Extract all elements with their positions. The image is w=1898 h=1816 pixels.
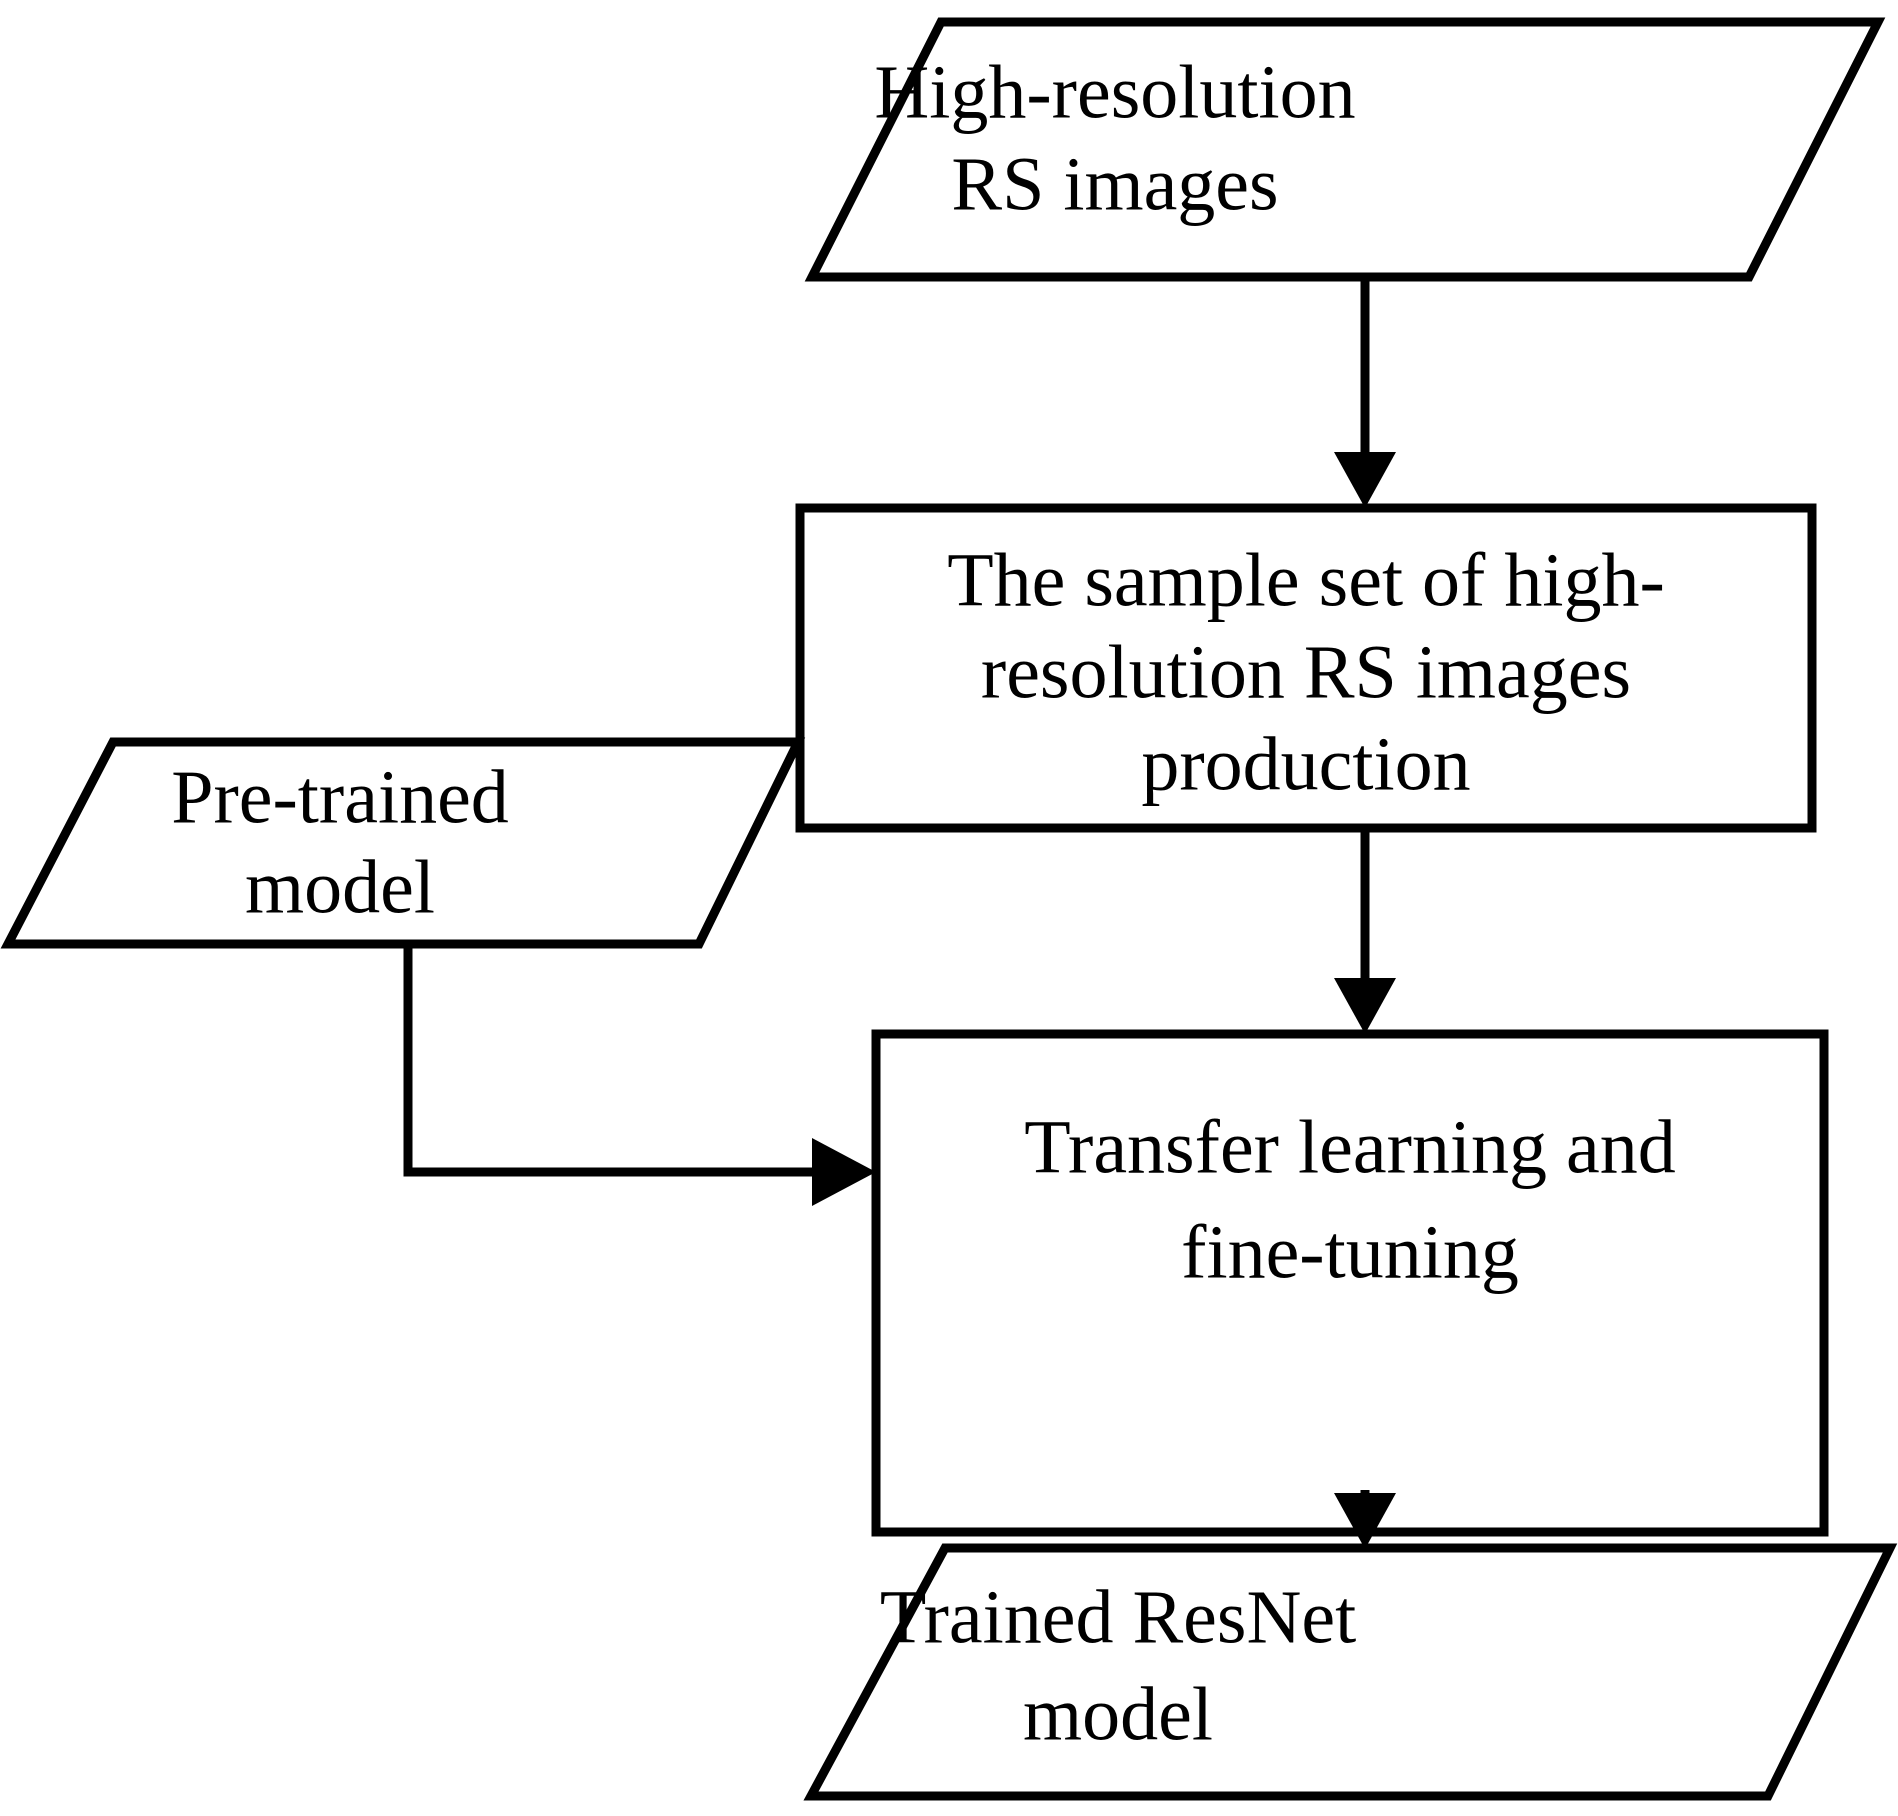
node-high-resolution-rs-images[interactable]: High-resolution RS images [804,17,1886,282]
node-sample-set-production[interactable]: The sample set of high- resolution RS im… [795,503,1817,833]
node-label-line-1: High-resolution [874,50,1355,134]
connector-elbow-shaft [403,944,818,1177]
node-label-line-2: model [1023,1672,1213,1756]
node-pre-trained-model[interactable]: Pre-trained model [0,737,806,949]
node-label-line-3: production [1141,722,1470,806]
arrowhead-down-icon [1334,1493,1396,1549]
node-label-line-2: fine-tuning [1181,1210,1519,1294]
node-transfer-learning-fine-tuning[interactable]: Transfer learning and fine-tuning [871,1029,1829,1537]
node-label-line-1: The sample set of high- [947,538,1665,622]
edge-sampleset-to-transfer [1334,828,1396,1034]
edge-images-to-sampleset [1334,277,1396,508]
node-label-line-1: Transfer learning and [1024,1105,1675,1189]
node-label-line-2: RS images [951,142,1278,226]
parallelogram-shape-input [804,17,1886,282]
rectangle-shape-process [871,1029,1829,1537]
arrowhead-down-icon [1334,978,1396,1034]
rectangle-shape-process [795,503,1817,833]
arrowhead-down-icon [1334,452,1396,508]
parallelogram-shape-output [803,1543,1898,1801]
edge-pretrained-to-transfer [403,944,876,1206]
node-label-line-1: Trained ResNet [880,1575,1356,1659]
node-label-line-2: model [245,845,435,929]
node-trained-resnet-model[interactable]: Trained ResNet model [803,1543,1898,1801]
node-label-line-2: resolution RS images [981,630,1631,714]
arrowhead-right-icon [812,1138,876,1206]
node-label-line-1: Pre-trained [171,755,509,839]
parallelogram-shape-input [0,737,806,949]
edge-transfer-to-resnet [1334,1490,1396,1549]
